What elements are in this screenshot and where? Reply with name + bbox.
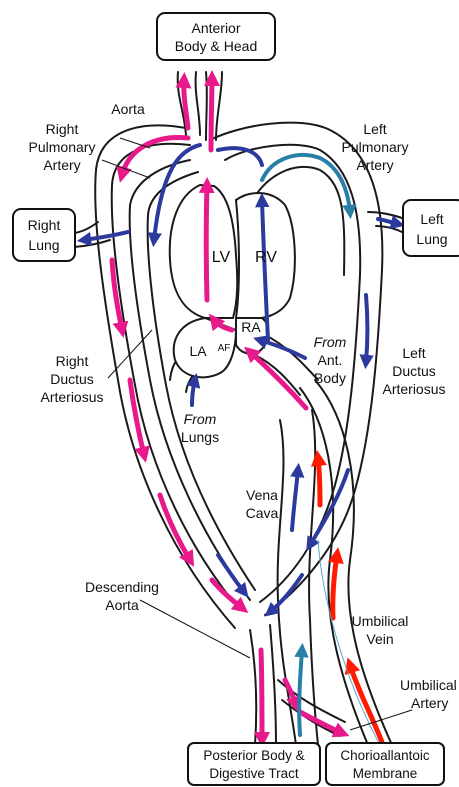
right-lung-line-2: Lung <box>28 237 59 253</box>
anterior-vessel-right-inner <box>206 72 207 140</box>
left-arch-outer <box>210 123 382 615</box>
label-right-pulmonary-artery-2: Pulmonary <box>29 139 96 155</box>
label-ra: RA <box>241 319 261 335</box>
label-from-lungs-1: From <box>184 411 217 427</box>
flow-chorio-vein <box>299 650 302 735</box>
flow-umbilical-vein-mid <box>333 555 337 618</box>
anterior-line-2: Body & Head <box>175 38 258 54</box>
posterior-line-2: Digestive Tract <box>209 766 299 781</box>
label-from-ant-body-2: Ant. <box>318 352 343 368</box>
label-left-pulmonary-artery-3: Artery <box>356 157 393 173</box>
anterior-vessel-right <box>216 72 222 140</box>
flow-arrows <box>84 78 398 745</box>
box-left-lung: Left Lung <box>403 200 459 256</box>
label-left-pulmonary-artery-1: Left <box>363 121 386 137</box>
label-from-ant-body-3: Body <box>314 370 346 386</box>
left-lung-line-2: Lung <box>416 231 447 247</box>
label-rv: RV <box>255 249 277 266</box>
left-lung-branch-top <box>368 212 402 218</box>
label-right-pulmonary-artery-1: Right <box>46 121 79 137</box>
label-descending-aorta-2: Aorta <box>105 597 139 613</box>
label-right-pulmonary-artery-3: Artery <box>43 157 80 173</box>
right-lung-branch-bottom <box>74 240 110 247</box>
label-from-ant-body-1: From <box>314 334 347 350</box>
left-lung-line-1: Left <box>420 211 443 227</box>
right-lung-branch-top <box>74 222 98 233</box>
flow-left-descending-2 <box>270 575 302 612</box>
label-left-ductus-2: Ductus <box>392 363 436 379</box>
umbilical-vein-right <box>315 380 392 745</box>
label-la: LA <box>189 343 207 359</box>
flow-top-arch <box>218 148 262 165</box>
anterior-line-1: Anterior <box>191 20 240 36</box>
label-right-ductus-3: Arteriosus <box>40 389 103 405</box>
chorio-line-2: Membrane <box>353 766 418 781</box>
umbilical-artery-leader <box>350 710 412 730</box>
label-vena-cava-2: Cava <box>246 505 279 521</box>
flow-left-descending <box>310 470 348 545</box>
flow-lv-up <box>206 185 207 300</box>
box-chorioallantoic-membrane: Chorioallantoic Membrane <box>326 743 444 785</box>
label-right-ductus-1: Right <box>56 353 89 369</box>
label-umbilical-artery-2: Artery <box>411 695 448 711</box>
posterior-line-1: Posterior Body & <box>203 748 304 763</box>
text-labels: Aorta Right Pulmonary Artery Left Pulmon… <box>29 101 457 711</box>
label-umbilical-vein-1: Umbilical <box>352 613 409 629</box>
left-lung-branch-bottom <box>376 226 402 232</box>
label-left-ductus-3: Arteriosus <box>382 381 445 397</box>
descending-aorta-right <box>270 625 276 745</box>
label-from-lungs-2: Lungs <box>181 429 219 445</box>
descending-aorta-leader <box>140 600 250 658</box>
flow-desc-aorta <box>261 650 262 740</box>
label-vena-cava-1: Vena <box>246 487 278 503</box>
flow-from-lungs <box>192 380 195 405</box>
chorio-line-1: Chorioallantoic <box>340 748 430 763</box>
label-right-ductus-2: Ductus <box>50 371 94 387</box>
flow-vena-cava <box>292 470 298 530</box>
label-aorta: Aorta <box>111 101 145 117</box>
flow-ra-inflow <box>260 340 305 358</box>
flow-right-lung <box>84 232 128 240</box>
anterior-vessel-left-inner <box>196 72 200 135</box>
box-posterior-body: Posterior Body & Digestive Tract <box>188 743 320 785</box>
label-umbilical-artery-1: Umbilical <box>400 677 457 693</box>
label-lv: LV <box>212 249 231 266</box>
flow-umbilical-artery <box>300 712 342 733</box>
box-right-lung: Right Lung <box>13 209 75 261</box>
label-af: AF <box>218 343 231 354</box>
descending-aorta-left <box>250 630 256 745</box>
flow-left-ductus <box>366 295 368 362</box>
box-anterior-body-head: Anterior Body & Head <box>157 13 275 60</box>
flow-umbilical-vein-upper <box>318 458 320 505</box>
flow-anterior-right <box>211 78 212 150</box>
right-lung-line-1: Right <box>28 217 61 233</box>
label-left-pulmonary-artery-2: Pulmonary <box>342 139 409 155</box>
label-descending-aorta-1: Descending <box>85 579 159 595</box>
label-umbilical-vein-2: Vein <box>366 631 393 647</box>
flow-ivc-up <box>250 352 306 408</box>
label-left-ductus-1: Left <box>402 345 425 361</box>
